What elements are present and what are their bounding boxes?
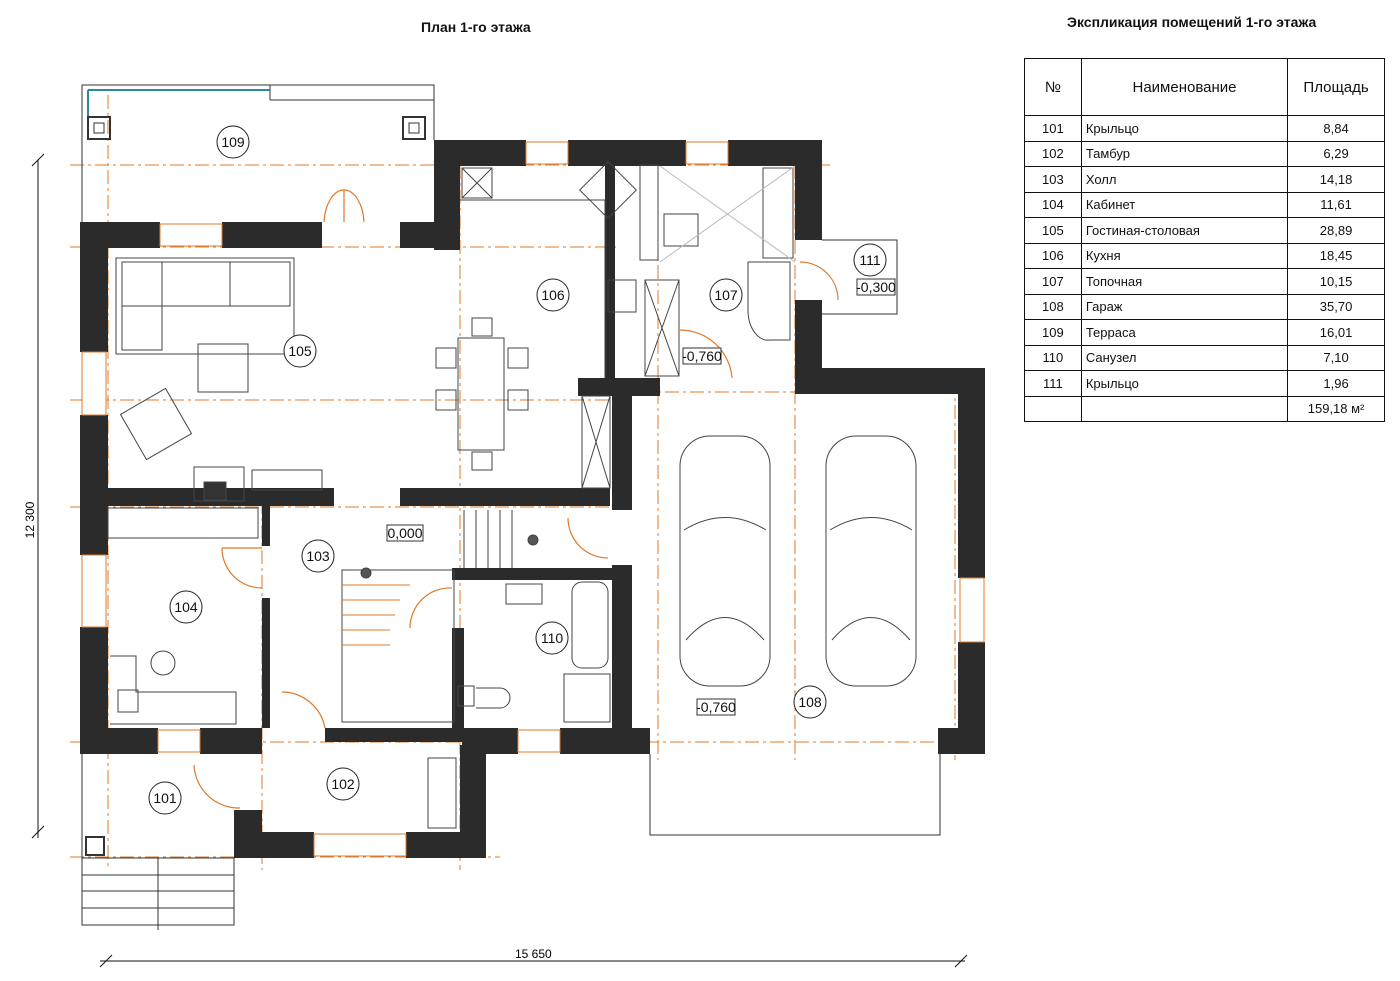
dimension-width: 15 650 xyxy=(515,947,552,961)
dimension-lines xyxy=(31,153,968,968)
level-mark-porch-111: -0,300 xyxy=(856,278,896,296)
cell-num: 103 xyxy=(1024,166,1082,193)
level-mark-boiler: -0,760 xyxy=(682,347,722,365)
windows xyxy=(81,141,985,857)
room-tag-106: 106 xyxy=(536,278,570,312)
cell-num: 108 xyxy=(1024,293,1082,320)
cell-area: 18,45 xyxy=(1287,242,1385,269)
svg-text:109: 109 xyxy=(221,134,245,150)
doors xyxy=(193,189,839,809)
total-area: 159,18 м² xyxy=(1287,395,1385,422)
svg-text:108: 108 xyxy=(798,694,822,710)
room-tag-107: 107 xyxy=(709,278,743,312)
svg-text:-0,760: -0,760 xyxy=(696,699,736,715)
cell-name: Гостиная-столовая xyxy=(1080,217,1289,244)
cell-area: 1,96 xyxy=(1287,370,1385,397)
level-mark-garage: -0,760 xyxy=(696,698,736,716)
cell-area: 14,18 xyxy=(1287,166,1385,193)
cell-area: 8,84 xyxy=(1287,115,1385,142)
svg-text:105: 105 xyxy=(288,343,312,359)
table-total-row: 159,18 м² xyxy=(1024,395,1385,422)
svg-text:101: 101 xyxy=(153,790,177,806)
cell-num: 104 xyxy=(1024,191,1082,218)
cell-num: 107 xyxy=(1024,268,1082,295)
cell-name: Холл xyxy=(1080,166,1289,193)
room-tag-101: 101 xyxy=(148,781,182,815)
cell-name: Кабинет xyxy=(1080,191,1289,218)
room-tag-110: 110 xyxy=(535,621,569,655)
furniture xyxy=(107,161,917,829)
svg-text:107: 107 xyxy=(714,287,738,303)
plan-title: План 1-го этажа xyxy=(421,19,531,35)
cell-area: 10,15 xyxy=(1287,268,1385,295)
cell-name: Санузел xyxy=(1080,344,1289,371)
header-area: Площадь xyxy=(1287,58,1385,116)
header-num: № xyxy=(1024,58,1082,116)
room-tag-111: 111 xyxy=(853,243,887,277)
cell-name: Крыльцо xyxy=(1080,370,1289,397)
cell-num: 110 xyxy=(1024,344,1082,371)
garage-apron xyxy=(649,754,941,836)
cell-area: 7,10 xyxy=(1287,344,1385,371)
cell-name: Крыльцо xyxy=(1080,115,1289,142)
walls xyxy=(80,140,985,858)
svg-text:103: 103 xyxy=(306,548,330,564)
cell-name: Топочная xyxy=(1080,268,1289,295)
terrace-outline xyxy=(81,84,435,222)
svg-text:-0,760: -0,760 xyxy=(682,348,722,364)
svg-text:111: 111 xyxy=(859,252,880,268)
porch-101-outline xyxy=(81,752,235,930)
porch-111-outline xyxy=(822,239,898,315)
level-mark-hall: 0,000 xyxy=(386,524,424,542)
room-tag-103: 103 xyxy=(301,539,335,573)
table-header-row: № Наименование Площадь xyxy=(1024,58,1385,116)
cell-area: 11,61 xyxy=(1287,191,1385,218)
room-tag-104: 104 xyxy=(169,590,203,624)
cell-num: 102 xyxy=(1024,140,1082,167)
cell-name: Терраса xyxy=(1080,319,1289,346)
cell-area: 28,89 xyxy=(1287,217,1385,244)
dimension-height: 12 300 xyxy=(23,501,37,538)
cell-area: 6,29 xyxy=(1287,140,1385,167)
svg-text:-0,300: -0,300 xyxy=(856,279,896,295)
room-tag-109: 109 xyxy=(216,125,250,159)
svg-text:102: 102 xyxy=(331,776,355,792)
svg-text:104: 104 xyxy=(174,599,198,615)
cell-name: Кухня xyxy=(1080,242,1289,269)
cell-num: 111 xyxy=(1024,370,1082,397)
cell-name: Тамбур xyxy=(1080,140,1289,167)
cell-area: 16,01 xyxy=(1287,319,1385,346)
svg-text:0,000: 0,000 xyxy=(387,525,422,541)
svg-text:106: 106 xyxy=(541,287,565,303)
room-tag-108: 108 xyxy=(793,685,827,719)
explication-title: Экспликация помещений 1-го этажа xyxy=(1067,14,1317,30)
room-tag-102: 102 xyxy=(326,767,360,801)
floor-plan: 15 650 12 300 101 102 103 104 105 106 10… xyxy=(23,84,985,968)
cell-num: 101 xyxy=(1024,115,1082,142)
room-tag-105: 105 xyxy=(283,334,317,368)
header-name: Наименование xyxy=(1080,58,1289,116)
cell-num: 109 xyxy=(1024,319,1082,346)
cell-num: 106 xyxy=(1024,242,1082,269)
svg-text:110: 110 xyxy=(541,630,564,646)
cell-num: 105 xyxy=(1024,217,1082,244)
cell-name: Гараж xyxy=(1080,293,1289,320)
cell-area: 35,70 xyxy=(1287,293,1385,320)
